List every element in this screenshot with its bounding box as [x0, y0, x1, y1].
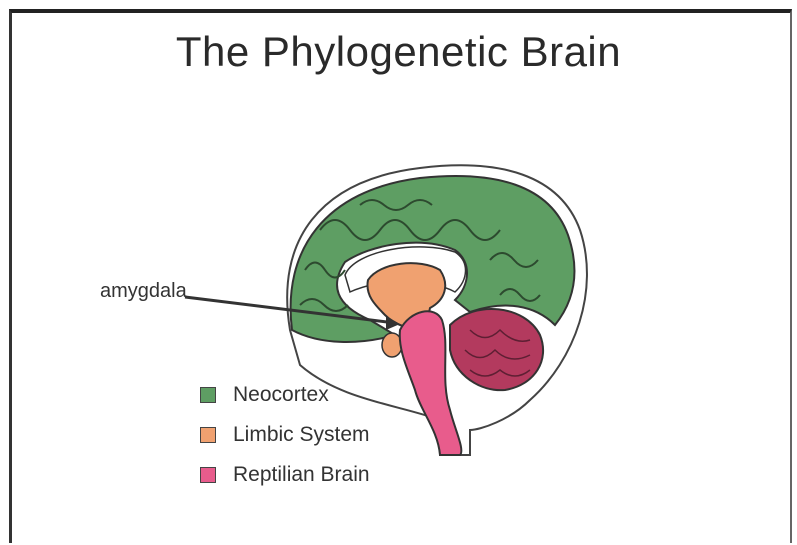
legend-label: Limbic System: [233, 423, 370, 447]
legend-label: Neocortex: [233, 383, 329, 407]
legend-label: Reptilian Brain: [233, 463, 370, 487]
cerebellum-region: [450, 309, 543, 390]
reptilian-swatch: [200, 467, 216, 483]
neocortex-swatch: [200, 387, 216, 403]
limbic-swatch: [200, 427, 216, 443]
amygdala-label: amygdala: [100, 280, 187, 303]
